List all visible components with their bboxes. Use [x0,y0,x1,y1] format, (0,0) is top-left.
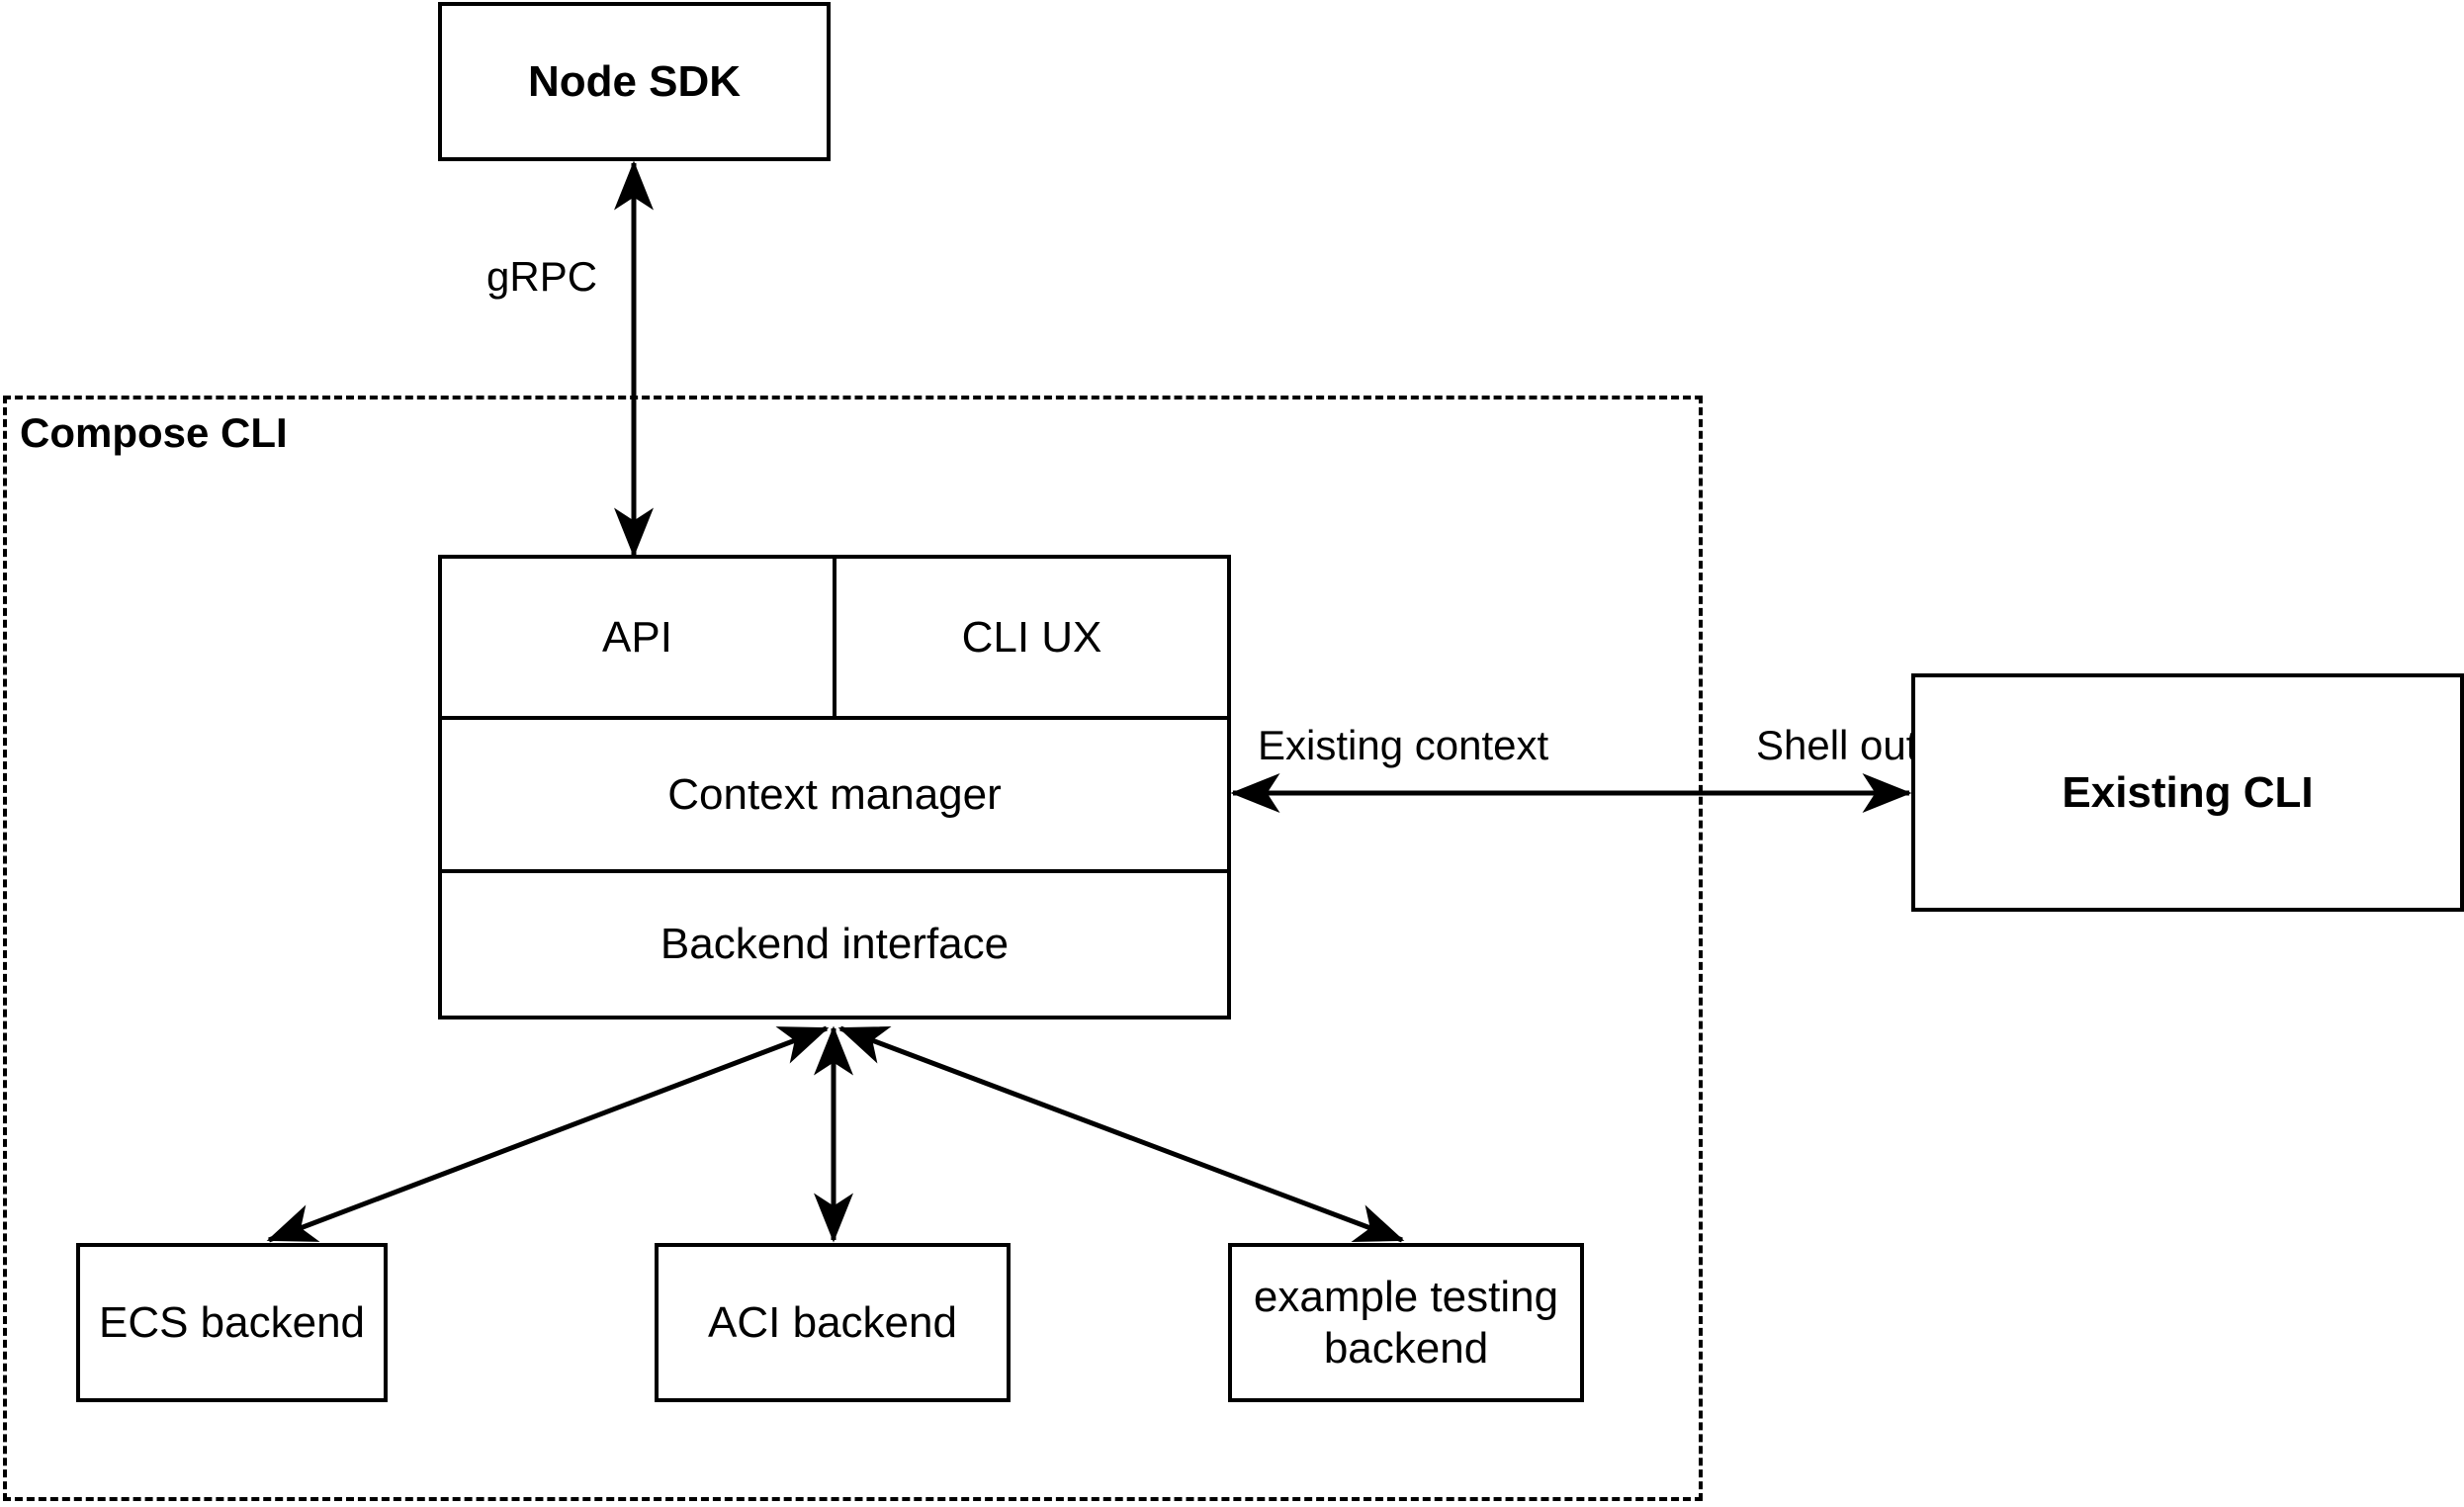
node-cli-ux[interactable]: CLI UX [833,559,1227,716]
component-compose-cli-core: API CLI UX Context manager Backend inter… [438,555,1231,1019]
node-example-testing-backend-label-line2: backend [1323,1323,1489,1373]
stack-row-api-cliux: API CLI UX [442,559,1227,716]
node-existing-cli-label: Existing CLI [2062,767,2314,817]
node-context-manager-label: Context manager [667,769,1002,819]
node-api-label: API [602,612,672,662]
group-compose-cli-label: Compose CLI [20,409,288,456]
node-ecs-backend-label: ECS backend [98,1297,366,1347]
node-cli-ux-label: CLI UX [961,612,1102,662]
stack-row-context-manager: Context manager [442,716,1227,869]
node-backend-interface-label: Backend interface [660,920,1010,968]
stack-row-backend-interface: Backend interface [442,869,1227,1016]
node-context-manager[interactable]: Context manager [442,720,1227,869]
group-compose-cli [3,396,1703,1501]
node-ecs-backend[interactable]: ECS backend [76,1243,388,1402]
node-api[interactable]: API [442,559,833,716]
edge-label-grpc: gRPC [483,253,602,301]
edge-label-existing-context: Existing context [1254,722,1553,769]
node-example-testing-backend-label-line1: example testing [1253,1272,1559,1321]
node-aci-backend-label: ACI backend [708,1297,957,1347]
node-existing-cli[interactable]: Existing CLI [1911,673,2464,912]
node-aci-backend[interactable]: ACI backend [655,1243,1011,1402]
node-node-sdk-label: Node SDK [527,56,742,106]
node-backend-interface[interactable]: Backend interface [442,873,1227,1016]
node-node-sdk[interactable]: Node SDK [438,2,831,161]
edge-label-shell-out: Shell out [1752,722,1922,769]
